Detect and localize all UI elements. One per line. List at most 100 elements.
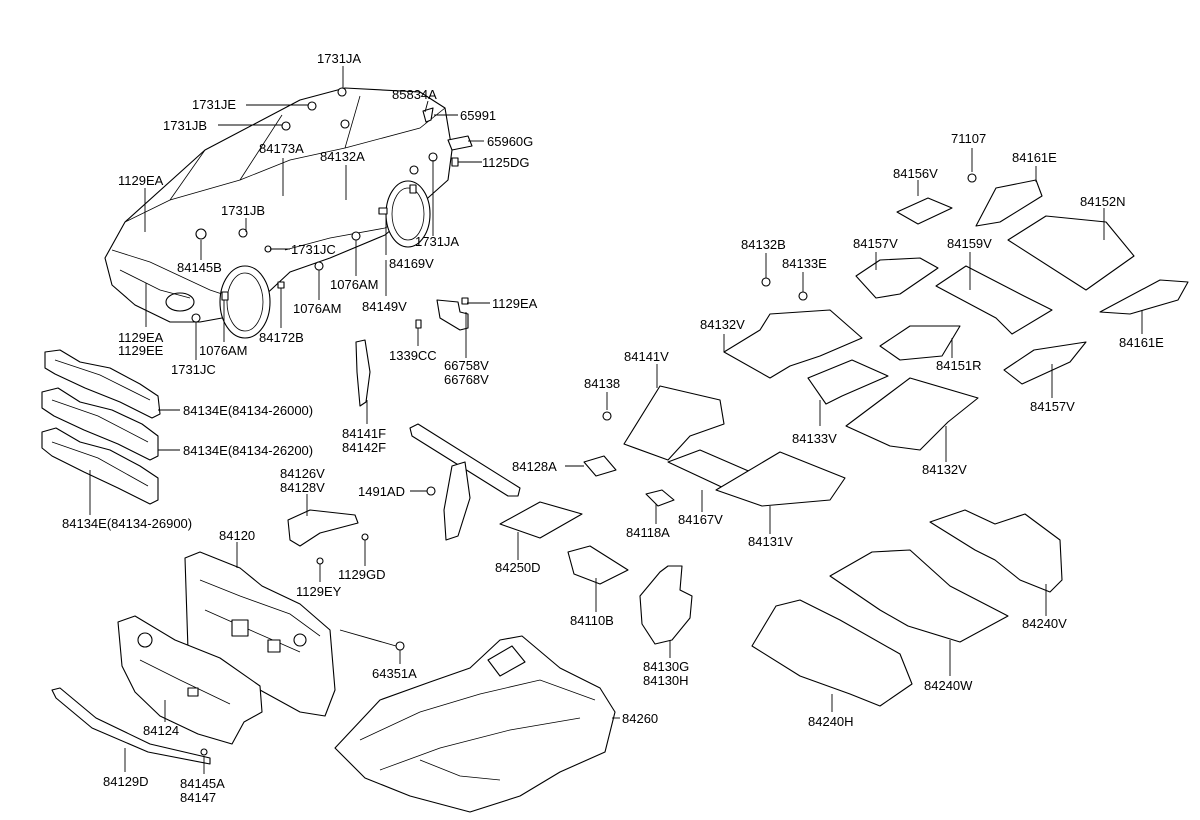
plug-84132b [761, 277, 771, 287]
label-1731jb-mid: 1731JB [221, 203, 265, 218]
label-1129ey: 1129EY [296, 584, 342, 599]
clip-parts [415, 107, 473, 331]
plug-71107 [967, 173, 977, 183]
label-84240v: 84240V [1022, 616, 1067, 631]
label-84240w: 84240W [924, 678, 973, 693]
carpet-84240w [829, 549, 1009, 643]
pad-84157v-bottom [1003, 341, 1087, 385]
pad-84250d [499, 501, 583, 539]
label-84145b: 84145B [177, 260, 222, 275]
leader-lines [89, 66, 1143, 774]
label-85834a: 85834A [392, 87, 437, 102]
pad-84161e-right [1099, 279, 1189, 315]
label-1129ee: 1129EE [118, 343, 164, 358]
label-84118a: 84118A [626, 525, 670, 540]
bolt-64351a [395, 641, 405, 651]
label-84128v: 84128V [280, 480, 325, 495]
label-64351a: 64351A [372, 666, 417, 681]
label-1129ea-car: 1129EA [118, 173, 164, 188]
label-84110b: 84110B [570, 613, 614, 628]
label-1129gd: 1129GD [338, 567, 385, 582]
floor-carpet-84260 [334, 635, 616, 813]
label-84159v: 84159V [947, 236, 992, 251]
label-84157v-top: 84157V [853, 236, 898, 251]
label-1076am-c: 1076AM [199, 343, 247, 358]
label-1129ea-bracket: 1129EA [492, 296, 538, 311]
label-84124: 84124 [143, 723, 179, 738]
label-1731ja-right: 1731JA [415, 234, 459, 249]
label-84128a: 84128A [512, 459, 557, 474]
pad-84161e-top [975, 179, 1043, 227]
label-1731jc-bottom: 1731JC [171, 362, 216, 377]
car-body-illustration [104, 87, 453, 339]
label-1491ad: 1491AD [358, 484, 405, 499]
label-84172b: 84172B [259, 330, 304, 345]
label-66768v: 66768V [444, 372, 489, 387]
label-84147: 84147 [180, 790, 216, 805]
label-84132v-bottom: 84132V [922, 462, 967, 477]
label-84138: 84138 [584, 376, 620, 391]
label-65960g: 65960G [487, 134, 533, 149]
pad-84118a [645, 489, 675, 507]
bracket-84141f [355, 339, 371, 407]
pad-84128a [583, 455, 617, 477]
label-84161e-right: 84161E [1119, 335, 1164, 350]
label-84131v: 84131V [748, 534, 793, 549]
label-84129d: 84129D [103, 774, 149, 789]
clip-84145a [200, 748, 208, 756]
label-84240h: 84240H [808, 714, 854, 729]
label-84132b: 84132B [741, 237, 786, 252]
pad-84152n [1007, 215, 1135, 291]
bracket-84126v [287, 509, 369, 565]
pad-84132v-bottom [845, 377, 979, 451]
label-84149v: 84149V [362, 299, 407, 314]
dash-insulator-84134e-set [41, 349, 161, 505]
label-84145a: 84145A [180, 776, 225, 791]
label-66758v: 66758V [444, 358, 489, 373]
label-84134e-2: 84134E(84134-26200) [183, 443, 313, 458]
label-1076am-b: 1076AM [293, 301, 341, 316]
label-84167v: 84167V [678, 512, 723, 527]
label-1731je: 1731JE [192, 97, 236, 112]
label-71107: 71107 [951, 131, 986, 146]
label-1731ja-top: 1731JA [317, 51, 361, 66]
label-84152n: 84152N [1080, 194, 1126, 209]
label-84134e-3: 84134E(84134-26900) [62, 516, 192, 531]
label-84133v: 84133V [792, 431, 837, 446]
pad-84157v-top [855, 257, 939, 299]
carpet-84240h [751, 599, 913, 707]
label-84120: 84120 [219, 528, 255, 543]
pad-84151r [879, 325, 961, 361]
label-1731jb-top: 1731JB [163, 118, 207, 133]
cross-member [409, 423, 521, 541]
pad-84130g [639, 565, 693, 645]
pad-84156v [896, 197, 953, 225]
plug-84133e [798, 291, 808, 301]
seal-84129d [51, 687, 211, 765]
label-84250d: 84250D [495, 560, 541, 575]
label-84141v: 84141V [624, 349, 669, 364]
label-84133e: 84133E [782, 256, 827, 271]
label-1731jc-mid: 1731JC [291, 242, 336, 257]
label-84157v-bottom: 84157V [1030, 399, 1075, 414]
label-1125dg: 1125DG [482, 155, 529, 170]
pad-84110b [567, 545, 629, 585]
label-84260: 84260 [622, 711, 658, 726]
label-84130h: 84130H [643, 673, 689, 688]
pad-84132v-top [723, 309, 863, 379]
label-84142f: 84142F [342, 440, 386, 455]
label-84132a: 84132A [320, 149, 365, 164]
label-1339cc: 1339CC [389, 348, 437, 363]
pad-84133v [807, 359, 889, 405]
label-84169v: 84169V [389, 256, 434, 271]
part-labels: 1731JA 1731JE 1731JB 85834A 65991 65960G… [62, 51, 1164, 805]
label-84156v: 84156V [893, 166, 938, 181]
carpet-84240v [929, 509, 1063, 593]
pad-84159v [935, 265, 1053, 335]
label-84161e-top: 84161E [1012, 150, 1057, 165]
label-65991: 65991 [460, 108, 496, 123]
label-84141f: 84141F [342, 426, 386, 441]
pad-84131v [715, 451, 846, 507]
